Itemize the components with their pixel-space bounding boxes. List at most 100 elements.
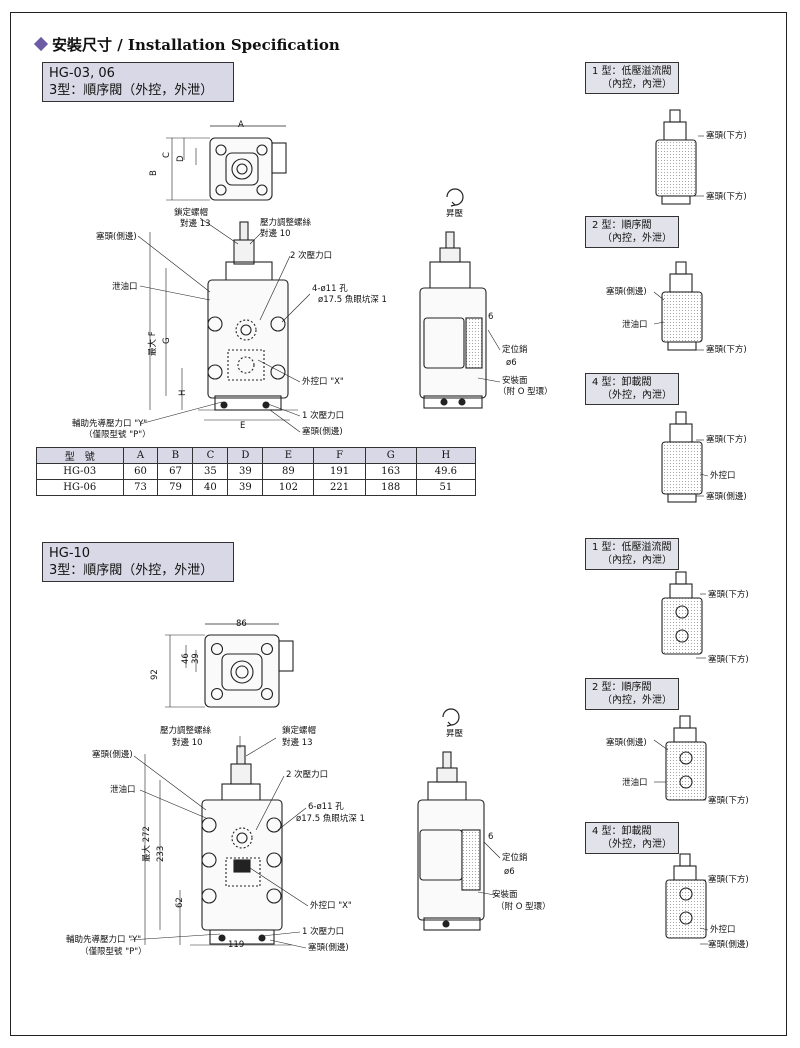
- s1-type2-box: 2 型：順序閥 （內控，外泄）: [585, 216, 679, 248]
- s2-dowel-d: ø6: [504, 867, 515, 877]
- table-cell: 51: [415, 479, 477, 496]
- s1-dowel-d: ø6: [506, 358, 517, 368]
- s2-side-view: [417, 708, 485, 931]
- s2-ext-port: 外控口 "X": [310, 901, 352, 911]
- s2-front-view: [144, 745, 292, 946]
- table-cell: 39: [227, 479, 264, 496]
- s1-boost: 昇壓: [446, 209, 464, 219]
- section2-model: HG-10: [49, 546, 91, 561]
- s2-t1-label1: 塞頭(下方): [708, 590, 749, 600]
- s1-dim-b: B: [149, 170, 159, 176]
- s2-t2-label3: 塞頭(下方): [708, 796, 749, 806]
- s1-dim-g: G: [162, 337, 172, 344]
- s2-dim-233: 233: [156, 845, 166, 862]
- table-header: E: [262, 447, 315, 464]
- type-title: 1 型：低壓溢流閥: [592, 542, 672, 553]
- type-title: 4 型：卸載閥: [592, 826, 652, 837]
- s2-dim-39: 39: [191, 653, 201, 664]
- s2-dim-119: 119: [228, 940, 245, 950]
- s1-dim-h: H: [178, 389, 188, 396]
- s2-type4-thumb: [665, 853, 707, 939]
- s1-t1-label1: 塞頭(下方): [706, 131, 747, 141]
- s2-counterbore: ø17.5 魚眼坑深 1: [296, 814, 365, 824]
- table-cell: 60: [122, 463, 159, 480]
- section2-type: 3型：順序閥（外控，外泄）: [49, 563, 214, 578]
- s2-t2-label1: 塞頭(側邊): [606, 738, 647, 748]
- spec-table: 型 號 A B C D E F G H HG-03 60 67 35 39 89…: [36, 447, 477, 496]
- s2-aux-port: 輔助先導壓力口 "Y": [66, 935, 142, 945]
- table-header: G: [364, 447, 417, 464]
- table-header: D: [227, 447, 264, 464]
- s1-six: 6: [488, 312, 494, 322]
- table-cell: 73: [122, 479, 159, 496]
- s2-six: 6: [488, 832, 494, 842]
- table-header: F: [313, 447, 366, 464]
- table-row: HG-06 73 79 40 39 102 221 188 51: [36, 479, 477, 496]
- s2-dim-62: 62: [175, 897, 185, 908]
- s2-type4-box: 4 型：卸載閥 （外控，內泄）: [585, 822, 679, 854]
- page-title: 安裝尺寸 / Installation Specification: [33, 34, 340, 55]
- s2-lock-nut: 鎖定螺帽: [282, 726, 317, 736]
- page-frame: [10, 12, 787, 1036]
- s2-t4-label2: 外控口: [710, 925, 736, 935]
- table-header: B: [157, 447, 194, 464]
- s1-lock-nut-size: 對邊 13: [180, 219, 211, 229]
- s1-counterbore: ø17.5 魚眼坑深 1: [318, 295, 387, 305]
- s1-side-view: [419, 188, 487, 409]
- s2-adj-screw-size: 對邊 10: [172, 738, 203, 748]
- table-header: 型 號: [36, 447, 124, 464]
- s2-boost: 昇壓: [446, 729, 464, 739]
- s1-port2: 2 次壓力口: [290, 251, 333, 261]
- section1-model: HG-03, 06: [49, 66, 115, 81]
- s2-holes: 6-ø11 孔: [308, 802, 344, 812]
- table-header-row: 型 號 A B C D E F G H: [36, 447, 477, 464]
- s1-mount: 安裝面: [502, 376, 528, 386]
- s2-dim-86: 86: [236, 619, 247, 629]
- s2-t4-label3: 塞頭(側邊): [708, 940, 749, 950]
- s1-adj-screw: 壓力調整螺絲: [260, 218, 312, 228]
- s2-t1-label2: 塞頭(下方): [708, 655, 749, 665]
- s1-type4-thumb: [661, 411, 703, 503]
- s1-dim-e: E: [240, 421, 246, 431]
- s1-top-view: [166, 125, 287, 201]
- table-cell: 191: [313, 463, 366, 480]
- s2-lock-nut-size: 對邊 13: [282, 738, 313, 748]
- s2-oring: （附 O 型環）: [496, 902, 551, 912]
- s2-plug-side: 塞頭(側邊): [92, 750, 133, 760]
- s2-type2-thumb: [665, 715, 707, 801]
- s1-drain: 泄油口: [112, 282, 138, 292]
- s1-dim-c: C: [162, 152, 172, 158]
- s1-lock-nut: 鎖定螺帽: [174, 208, 209, 218]
- s2-mount: 安裝面: [492, 890, 518, 900]
- table-cell: 35: [192, 463, 229, 480]
- s1-type4-box: 4 型：卸載閥 （外控，內泄）: [585, 373, 679, 405]
- type-sub: （外控，內泄）: [602, 390, 672, 401]
- s2-dim-92: 92: [150, 669, 160, 680]
- s2-adj-screw: 壓力調整螺絲: [160, 726, 212, 736]
- table-cell: 40: [192, 479, 229, 496]
- s1-dim-d: D: [176, 155, 186, 162]
- s1-t2-label1: 塞頭(側邊): [606, 287, 647, 297]
- s1-aux-port: 輔助先導壓力口 "Y": [72, 419, 148, 429]
- s1-t2-label3: 塞頭(下方): [706, 345, 747, 355]
- section1-type: 3型：順序閥（外控，外泄）: [49, 83, 214, 98]
- s2-port1: 1 次壓力口: [302, 927, 345, 937]
- s1-t1-label2: 塞頭(下方): [706, 192, 747, 202]
- type-sub: （內控，內泄）: [602, 79, 672, 90]
- table-header: H: [415, 447, 477, 464]
- s1-type1-box: 1 型：低壓溢流閥 （內控，內泄）: [585, 62, 679, 94]
- s1-oring: （附 O 型環）: [498, 387, 553, 397]
- type-sub: （內控，外泄）: [602, 233, 672, 244]
- s1-t2-label2: 泄油口: [622, 320, 648, 330]
- s2-type1-thumb: [661, 571, 703, 655]
- section1-title-box: HG-03, 06 3型：順序閥（外控，外泄）: [42, 62, 234, 102]
- s2-aux-note: （僅限型號 "P"）: [80, 947, 147, 957]
- table-cell: 102: [262, 479, 315, 496]
- s2-dim-46: 46: [181, 653, 191, 664]
- table-cell: 67: [157, 463, 194, 480]
- s1-type1-thumb: [655, 109, 697, 205]
- s1-t4-label1: 塞頭(下方): [706, 435, 747, 445]
- s2-plug-side2: 塞頭(側邊): [308, 943, 349, 953]
- table-cell: 89: [262, 463, 315, 480]
- s1-dim-a: A: [238, 120, 244, 130]
